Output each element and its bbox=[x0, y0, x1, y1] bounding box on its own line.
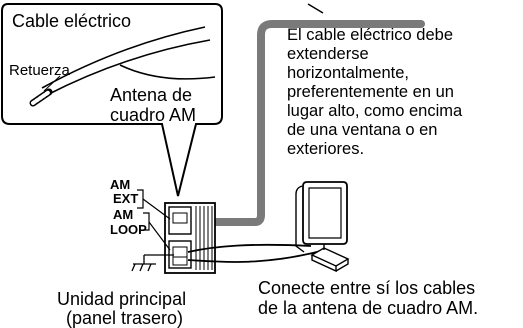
cable-instruction-line: horizontalmente, bbox=[287, 64, 409, 82]
top-cable-line bbox=[307, 3, 324, 14]
cable-instruction-line: lugar alto, como encima bbox=[287, 102, 463, 120]
inset-cable-line bbox=[41, 26, 206, 89]
antenna-label-line1: Antena de bbox=[110, 85, 193, 105]
ground-symbol bbox=[131, 254, 174, 272]
cable-label: Cable eléctrico bbox=[12, 11, 132, 31]
inset-cable-line-2 bbox=[46, 39, 211, 96]
terminal-am-ext-label-2: EXT bbox=[113, 191, 139, 206]
cable-instruction-line: El cable eléctrico debe bbox=[287, 26, 454, 44]
cable-instruction-line: extenderse bbox=[287, 45, 369, 63]
antenna-instruction-line2: de la antena de cuadro AM. bbox=[258, 298, 479, 318]
inset-antenna-wire bbox=[119, 64, 216, 80]
cable-instruction: El cable eléctrico debe extenderse horiz… bbox=[287, 26, 462, 159]
antenna-wire-2 bbox=[187, 250, 322, 263]
retuerza-label: Retuerza bbox=[9, 62, 70, 79]
loop-bracket bbox=[143, 212, 150, 231]
retuerza-pointer bbox=[43, 75, 61, 92]
unit-label-line1: Unidad principal bbox=[57, 289, 187, 309]
antenna-label-line2: cuadro AM bbox=[110, 105, 197, 125]
terminal-am-loop-label-2: LOOP bbox=[110, 222, 147, 237]
unit-label-line2: (panel trasero) bbox=[66, 308, 184, 328]
electric-cable-run bbox=[192, 20, 425, 226]
cable-instruction-line: de una ventana o en bbox=[287, 121, 438, 139]
antenna-instruction-line1: Conecte entre sí los cables bbox=[258, 278, 476, 298]
panel-hatching bbox=[195, 206, 213, 270]
am-loop-antenna bbox=[295, 181, 350, 273]
inset-callout-frame bbox=[1, 3, 223, 197]
cable-instruction-line: preferentemente en un bbox=[287, 83, 454, 101]
cable-instruction-line: exteriores. bbox=[287, 140, 365, 158]
terminal-am-ext-label-1: AM bbox=[110, 177, 131, 192]
terminal-am-loop-label-1: AM bbox=[113, 207, 134, 222]
antenna-wire-1 bbox=[187, 243, 312, 253]
